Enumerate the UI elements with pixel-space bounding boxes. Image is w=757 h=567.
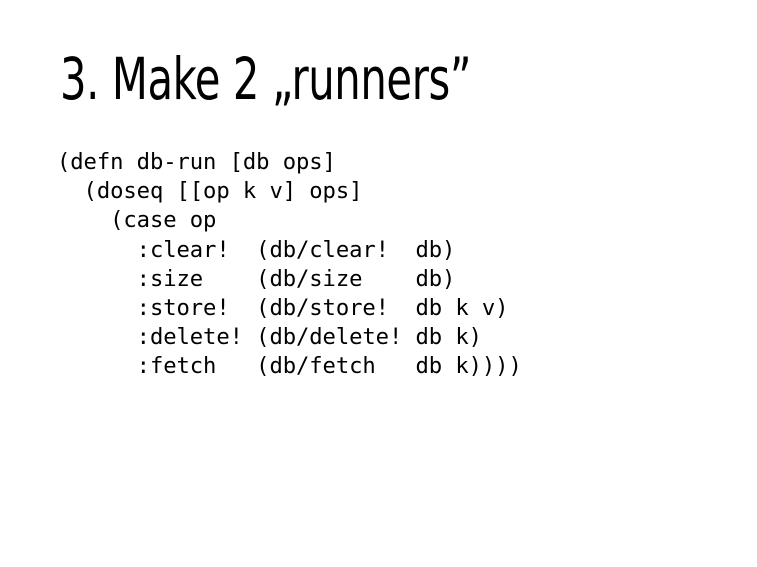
code-line: :delete! (db/delete! db k) [57,324,482,351]
page-title: 3. Make 2 „runners” [60,45,472,113]
code-line: (case op [57,207,217,234]
code-line: :clear! (db/clear! db) [57,236,456,263]
code-line: :fetch (db/fetch db k)))) [57,353,522,380]
code-line: :store! (db/store! db k v) [57,295,509,322]
code-line: (doseq [[op k v] ops] [57,178,363,205]
code-line: :size (db/size db) [57,265,456,292]
code-block: (defn db-run [db ops] (doseq [[op k v] o… [57,148,522,382]
code-line: (defn db-run [db ops] [57,149,336,175]
